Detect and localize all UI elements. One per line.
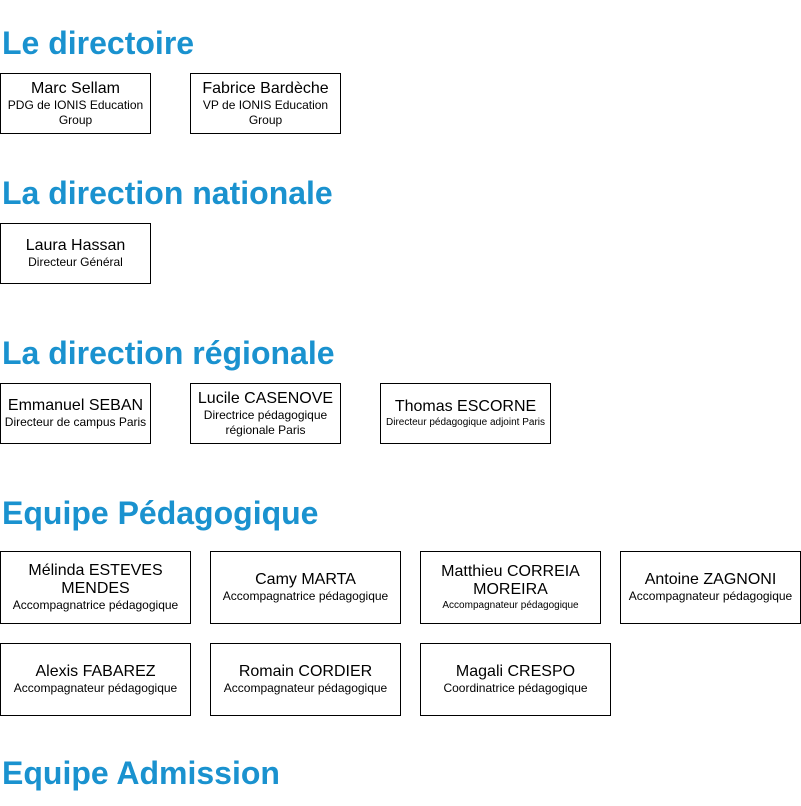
section-title-directoire: Le directoire xyxy=(2,25,195,61)
person-card-camy-marta: Camy MARTA Accompagnatrice pédagogique xyxy=(210,551,401,624)
person-role: Coordinatrice pédagogique xyxy=(443,681,588,695)
person-name: Laura Hassan xyxy=(25,237,126,254)
person-card-marc-sellam: Marc Sellam PDG de IONIS Education Group xyxy=(0,73,151,134)
person-name: Marc Sellam xyxy=(31,79,120,97)
person-name: Romain CORDIER xyxy=(238,663,373,680)
person-card-thomas-escorne: Thomas ESCORNE Directeur pédagogique adj… xyxy=(380,383,551,444)
person-card-romain-cordier: Romain CORDIER Accompagnateur pédagogiqu… xyxy=(210,643,401,716)
person-role: Directeur Général xyxy=(28,255,123,269)
person-name: Fabrice Bardèche xyxy=(202,79,329,97)
person-role: PDG de IONIS Education Group xyxy=(7,97,144,127)
person-card-fabrice-bardeche: Fabrice Bardèche VP de IONIS Education G… xyxy=(190,73,341,134)
person-name: Thomas ESCORNE xyxy=(394,398,537,415)
person-role: Accompagnateur pédagogique xyxy=(13,681,178,695)
section-title-equipe-admission: Equipe Admission xyxy=(2,755,280,791)
person-role: Directrice pédagogique régionale Paris xyxy=(203,407,328,437)
person-role: Accompagnateur pédagogique xyxy=(442,600,579,611)
person-name: Lucile CASENOVE xyxy=(197,389,334,407)
section-title-equipe-pedagogique: Equipe Pédagogique xyxy=(2,495,319,531)
person-name: Antoine ZAGNONI xyxy=(644,571,777,588)
person-card-matthieu-correia-moreira: Matthieu CORREIA MOREIRA Accompagnateur … xyxy=(420,551,601,624)
person-role: Accompagnateur pédagogique xyxy=(223,681,388,695)
person-role: Directeur pédagogique adjoint Paris xyxy=(386,417,545,428)
section-title-direction-nationale: La direction nationale xyxy=(2,175,333,211)
person-card-lucile-casenove: Lucile CASENOVE Directrice pédagogique r… xyxy=(190,383,341,444)
person-card-magali-crespo: Magali CRESPO Coordinatrice pédagogique xyxy=(420,643,611,716)
person-name: Alexis FABAREZ xyxy=(35,663,156,680)
person-name: Mélinda ESTEVES MENDES xyxy=(28,562,163,597)
person-name: Emmanuel SEBAN xyxy=(7,397,144,414)
person-role: VP de IONIS Education Group xyxy=(202,97,329,127)
person-card-antoine-zagnoni: Antoine ZAGNONI Accompagnateur pédagogiq… xyxy=(620,551,801,624)
person-card-emmanuel-seban: Emmanuel SEBAN Directeur de campus Paris xyxy=(0,383,151,444)
section-title-direction-regionale: La direction régionale xyxy=(2,335,335,371)
person-card-melinda-esteves-mendes: Mélinda ESTEVES MENDES Accompagnatrice p… xyxy=(0,551,191,624)
person-role: Directeur de campus Paris xyxy=(4,415,147,429)
person-card-laura-hassan: Laura Hassan Directeur Général xyxy=(0,223,151,284)
person-role: Accompagnateur pédagogique xyxy=(628,589,793,603)
person-card-alexis-fabarez: Alexis FABAREZ Accompagnateur pédagogiqu… xyxy=(0,643,191,716)
person-name: Magali CRESPO xyxy=(455,663,576,680)
person-role: Accompagnatrice pédagogique xyxy=(222,589,389,603)
person-name: Camy MARTA xyxy=(255,571,356,588)
person-role: Accompagnatrice pédagogique xyxy=(12,598,179,612)
person-name: Matthieu CORREIA MOREIRA xyxy=(441,563,580,598)
